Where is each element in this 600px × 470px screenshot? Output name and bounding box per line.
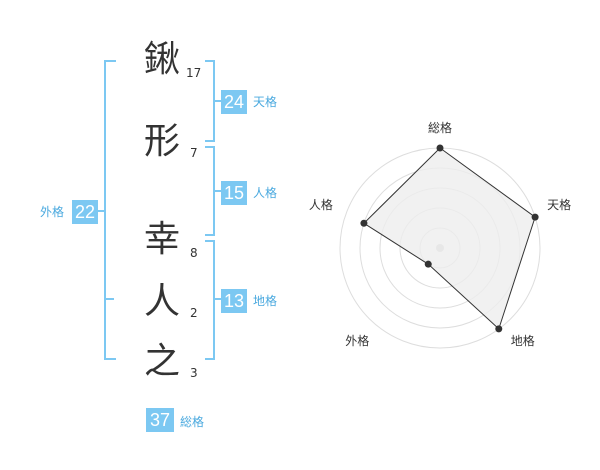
gaikaku-tick (98, 210, 104, 212)
name-char-5: 之 (143, 341, 180, 382)
radar-polygon (363, 147, 536, 330)
chikaku-tick (215, 298, 221, 300)
name-char-4: 人 (143, 281, 180, 322)
gaikaku-value: 22 (72, 200, 98, 224)
stroke-count-3: 8 (190, 246, 198, 260)
name-char-1: 鍬 (143, 39, 180, 80)
radar-axis-label-3: 地格 (511, 333, 535, 348)
stroke-count-1: 17 (186, 66, 202, 80)
chikaku-value: 13 (221, 289, 247, 313)
radar-axis-label-5: 人格 (309, 197, 333, 212)
radar-axis-label-4: 外格 (345, 333, 369, 348)
radar-point-4 (424, 260, 432, 268)
radar-point-3 (495, 325, 503, 333)
stroke-count-4: 2 (190, 306, 198, 320)
chikaku-label: 地格 (253, 294, 278, 308)
soukaku-value: 37 (146, 408, 174, 432)
soukaku-label: 総格 (180, 415, 205, 429)
chikaku-bracket (205, 240, 215, 360)
radar-point-1 (436, 144, 444, 152)
stroke-count-2: 7 (190, 146, 198, 160)
radar-axis-label-1: 総格 (428, 120, 452, 135)
gaikaku-bracket (104, 60, 116, 360)
tenkaku-label: 天格 (253, 95, 278, 109)
radar-axis-label-2: 天格 (547, 197, 571, 212)
jinkaku-tick (215, 190, 221, 192)
radar-point-2 (531, 213, 539, 221)
stroke-count-5: 3 (190, 366, 198, 380)
gaikaku-label: 外格 (40, 205, 65, 219)
tenkaku-tick (215, 100, 221, 102)
jinkaku-value: 15 (221, 181, 247, 205)
jinkaku-label: 人格 (253, 186, 278, 200)
radar-point-5 (360, 219, 368, 227)
tenkaku-value: 24 (221, 90, 247, 114)
gaikaku-inner-tick (106, 298, 114, 300)
tenkaku-bracket (205, 60, 215, 142)
jinkaku-bracket (205, 146, 215, 236)
name-char-3: 幸 (143, 219, 180, 260)
name-char-2: 形 (143, 121, 180, 162)
